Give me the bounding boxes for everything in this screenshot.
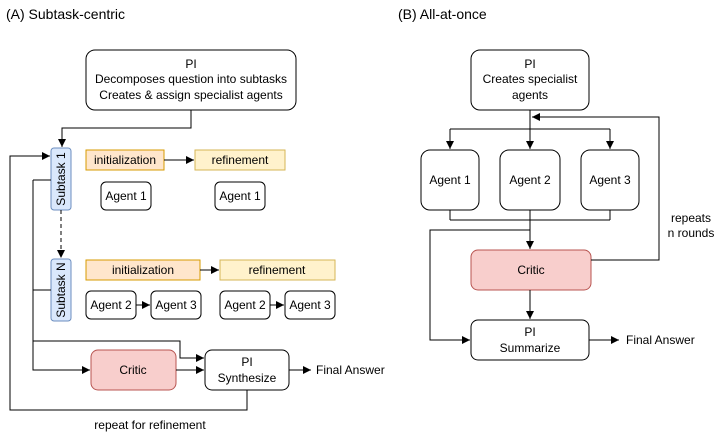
final-answer-b: Final Answer xyxy=(626,333,695,347)
pi-creates-line2: Creates specialist xyxy=(483,72,578,86)
critic-a-label: Critic xyxy=(119,363,146,377)
panel-b-title: (B) All-at-once xyxy=(398,6,487,22)
agent2-b-label: Agent 2 xyxy=(509,173,551,187)
pi-creates-line3: agents xyxy=(512,88,548,102)
row2-agent2-refine-label: Agent 2 xyxy=(224,298,266,312)
agent1-b-label: Agent 1 xyxy=(429,173,471,187)
row2-refinement-box[interactable] xyxy=(219,259,336,281)
repeat-for-refinement-label: repeat for refinement xyxy=(94,418,206,432)
repeats-line1: repeats xyxy=(671,211,711,225)
edge-subtasks-to-synthesize xyxy=(33,340,204,362)
subtask-n-label: Subtask N xyxy=(54,262,68,317)
edge-repeats-loop xyxy=(532,113,660,261)
edge-repeat-loop xyxy=(9,152,248,411)
row2-agent3-init-box[interactable] xyxy=(150,290,202,320)
row1-agent-init-label: Agent 1 xyxy=(105,189,147,203)
row2-agent3-init-label: Agent 3 xyxy=(155,298,197,312)
row2-refinement-label: refinement xyxy=(249,263,306,277)
critic-b-box[interactable] xyxy=(470,249,592,291)
pi-creates-line1: PI xyxy=(524,57,535,71)
pi-decompose-line2: Decomposes question into subtasks xyxy=(95,72,287,86)
pi-decompose-line1: PI xyxy=(185,57,196,71)
subtask-1-label: Subtask 1 xyxy=(54,152,68,206)
pi-synthesize-line1: PI xyxy=(241,355,252,369)
pi-synthesize-line2: Synthesize xyxy=(218,371,277,385)
repeats-line2: n rounds xyxy=(668,226,715,240)
final-answer-a: Final Answer xyxy=(316,363,385,377)
row1-refinement-label: refinement xyxy=(212,153,269,167)
edge-agents-to-summarize xyxy=(429,229,530,344)
row1-agent-refine-label: Agent 1 xyxy=(219,189,261,203)
row2-agent2-init-label: Agent 2 xyxy=(90,298,132,312)
row1-agent-refine-box[interactable] xyxy=(214,181,266,211)
row1-agent-init-box[interactable] xyxy=(100,181,152,211)
agent3-b-label: Agent 3 xyxy=(589,173,631,187)
edge-subtasks-to-critic xyxy=(32,180,90,374)
row2-agent3-refine-label: Agent 3 xyxy=(289,298,331,312)
pi-summarize-line2: Summarize xyxy=(500,341,561,355)
row1-refinement-box[interactable] xyxy=(194,149,286,171)
pi-summarize-line1: PI xyxy=(524,325,535,339)
critic-b-label: Critic xyxy=(517,263,544,277)
edge-pi-to-subtask1 xyxy=(58,110,192,147)
pi-decompose-line3: Creates & assign specialist agents xyxy=(99,88,282,102)
row2-initialization-label: initialization xyxy=(112,263,174,277)
row1-initialization-label: initialization xyxy=(94,153,156,167)
row2-agent3-refine-box[interactable] xyxy=(284,290,336,320)
panel-a-title: (A) Subtask-centric xyxy=(6,6,125,22)
